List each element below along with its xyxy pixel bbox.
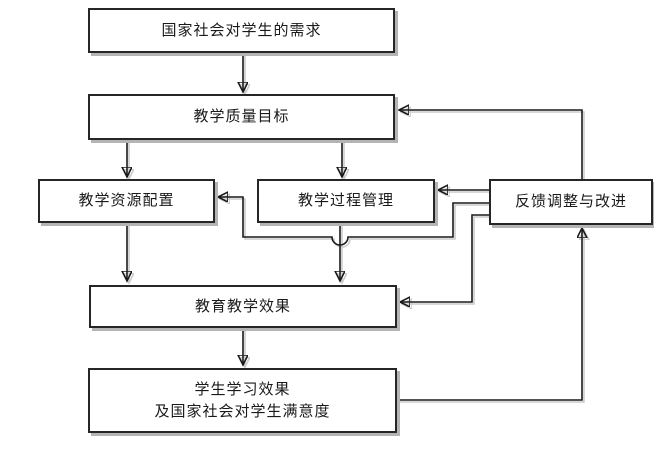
edge-feedback-to-effect: [400, 214, 489, 302]
node-education-effect-label: 教育教学效果: [194, 297, 291, 315]
node-process-management: 教学过程管理: [257, 179, 435, 223]
node-teaching-quality-goal: 教学质量目标: [88, 94, 395, 140]
edge-feedback-to-quality: [399, 110, 583, 179]
node-teaching-quality-goal-label: 教学质量目标: [193, 108, 290, 125]
node-education-effect: 教育教学效果: [89, 285, 397, 328]
node-student-outcome: 学生学习效果 及国家社会对学生满意度: [88, 368, 397, 433]
node-resource-allocation-label: 教学资源配置: [78, 192, 175, 209]
node-student-outcome-line2: 及国家社会对学生满意度: [154, 402, 331, 420]
edge-student-to-feedback: [397, 228, 582, 401]
node-process-management-label: 教学过程管理: [297, 192, 394, 209]
edge-feedback-to-resource: [218, 197, 489, 246]
node-student-outcome-line1: 学生学习效果: [194, 380, 291, 398]
node-resource-allocation: 教学资源配置: [38, 179, 215, 223]
node-national-demand-label: 国家社会对学生的需求: [161, 21, 322, 39]
node-national-demand: 国家社会对学生的需求: [88, 8, 395, 53]
node-feedback-improvement-label: 反馈调整与改进: [514, 193, 627, 210]
node-feedback-improvement: 反馈调整与改进: [489, 179, 653, 225]
